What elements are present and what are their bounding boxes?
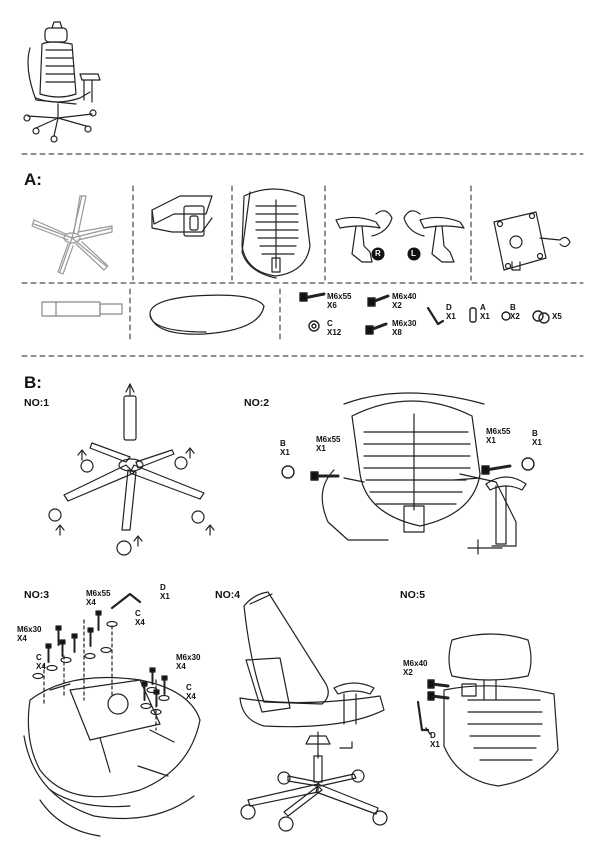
step4-title: NO:4 [215, 589, 241, 601]
step5-illustration [443, 633, 559, 787]
badge-right-label: R [375, 249, 381, 258]
step2-title: NO:2 [244, 397, 270, 409]
part-tilt-mechanism [493, 211, 571, 271]
section-b-heading: B: [24, 373, 42, 392]
part-armrest-bracket [151, 195, 213, 237]
part-star-base [31, 195, 113, 275]
step2-illustration [321, 392, 527, 555]
step1-title: NO:1 [24, 397, 50, 409]
part-armrests [335, 210, 465, 263]
badge-left-label: L [411, 249, 416, 258]
badge-right [371, 247, 385, 261]
step3-title: NO:3 [24, 589, 50, 601]
section-dividers [21, 153, 584, 357]
header-chair-illustration [23, 21, 101, 143]
step2-hardware [281, 457, 535, 481]
part-gas-cylinder [41, 301, 123, 317]
hardware-icons [299, 292, 550, 335]
step4-illustration [239, 591, 388, 832]
badge-left [407, 247, 421, 261]
step1-illustration [48, 383, 215, 556]
step3-illustration [23, 592, 201, 837]
part-backrest [241, 188, 311, 279]
step5-title: NO:5 [400, 589, 426, 601]
section-a-heading: A: [24, 170, 42, 189]
label-casters-qty: X5 [552, 312, 562, 321]
step3-washers [32, 620, 170, 716]
step5-hardware [416, 679, 450, 735]
part-seat-cushion [149, 294, 265, 335]
